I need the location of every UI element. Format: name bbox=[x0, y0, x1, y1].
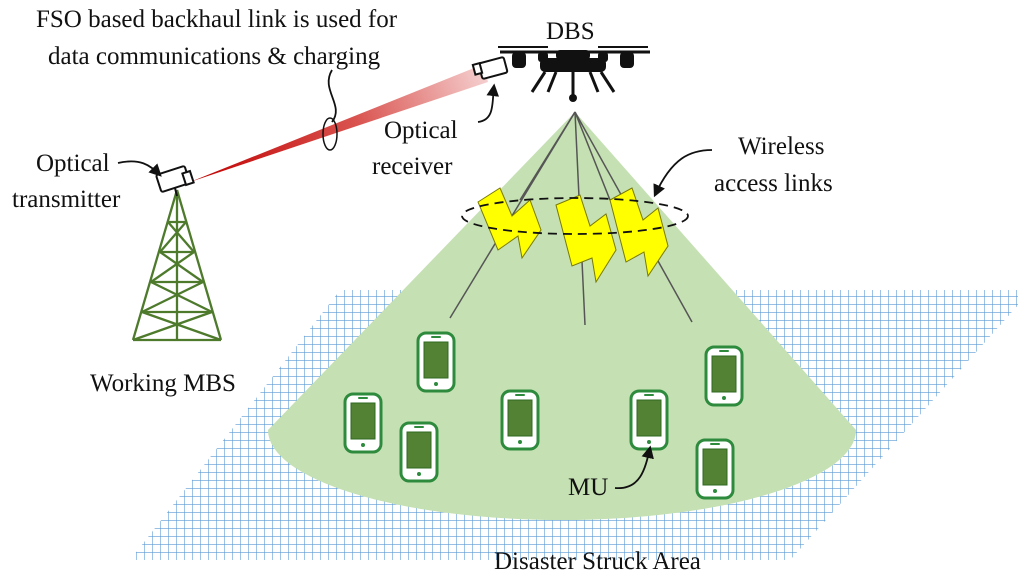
fso-beam-ellipse bbox=[322, 117, 338, 151]
wireless-label-line1: Wireless bbox=[738, 133, 825, 160]
fso-laser-beam bbox=[190, 64, 488, 182]
optical-receiver-label-line2: receiver bbox=[372, 153, 453, 180]
smartphone-icon bbox=[500, 389, 540, 451]
fso-label-line1: FSO based backhaul link is used for bbox=[36, 6, 398, 33]
drone-icon bbox=[498, 46, 650, 102]
smartphone-icon bbox=[629, 389, 669, 451]
optical-receiver-label-line1: Optical bbox=[384, 117, 458, 144]
camera-transmitter-icon bbox=[155, 165, 195, 197]
annotation-leaders bbox=[117, 69, 713, 489]
smartphone-icon bbox=[399, 421, 439, 483]
smartphone-icon bbox=[704, 345, 744, 407]
optical-transmitter-label-line2: transmitter bbox=[12, 186, 121, 213]
wireless-links-ellipse bbox=[461, 197, 689, 235]
wireless-label-line2: access links bbox=[714, 170, 833, 197]
camera-receiver-icon bbox=[471, 56, 509, 80]
smartphone-icon bbox=[695, 438, 735, 500]
lightning-bolt-icon bbox=[477, 187, 669, 284]
working-mbs-label: Working MBS bbox=[90, 370, 236, 397]
cell-tower-icon bbox=[131, 189, 223, 342]
disaster-area-label: Disaster Struck Area bbox=[494, 548, 701, 575]
mu-label: MU bbox=[568, 474, 609, 501]
smartphone-icon bbox=[343, 392, 383, 454]
dbs-label: DBS bbox=[546, 18, 595, 45]
optical-transmitter-label-line1: Optical bbox=[36, 150, 110, 177]
coverage-cone bbox=[268, 112, 856, 520]
smartphone-icon bbox=[416, 331, 456, 393]
fso-label-line2: data communications & charging bbox=[48, 43, 381, 70]
